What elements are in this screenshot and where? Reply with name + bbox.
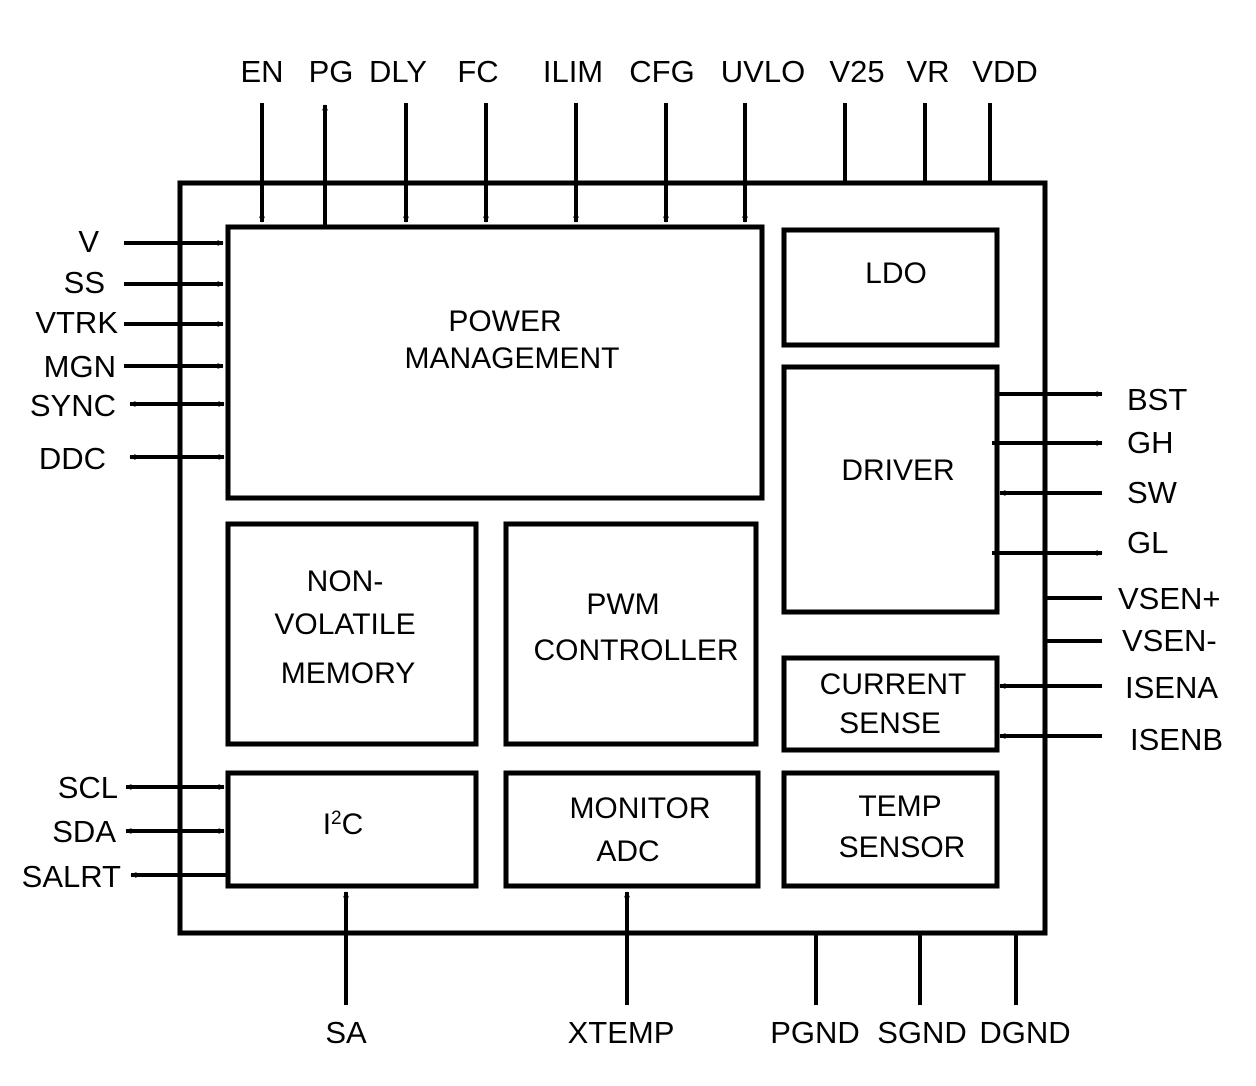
pwm-block — [503, 521, 759, 747]
pin-salrt: SALRT — [22, 859, 121, 894]
pin-isena: ISENA — [1125, 670, 1218, 705]
nvm-label-2: VOLATILE — [274, 608, 415, 641]
pin-ddc: DDC — [39, 441, 106, 476]
pin-xtemp: XTEMP — [568, 1015, 675, 1050]
pin-bst: BST — [1127, 382, 1187, 417]
pin-uvlo: UVLO — [721, 54, 805, 89]
i2c-label-sup: 2 — [331, 808, 342, 829]
nvm-label-3: MEMORY — [281, 657, 415, 690]
pin-v25: V25 — [829, 54, 884, 89]
pwm-label-1: PWM — [586, 588, 659, 621]
i2c-label-base: I — [323, 808, 331, 841]
current-sense-block — [781, 655, 1000, 753]
pin-en: EN — [240, 54, 283, 89]
pin-vr: VR — [906, 54, 949, 89]
pin-mgn: MGN — [44, 349, 116, 384]
nvm-label-1: NON- — [307, 565, 384, 598]
pin-dgnd: DGND — [979, 1015, 1070, 1050]
pin-vtrk: VTRK — [35, 305, 118, 340]
i2c-label: I2C — [323, 808, 364, 841]
ldo-block — [781, 227, 1000, 348]
i2c-label-tail: C — [342, 808, 364, 841]
current-sense-label-2: SENSE — [839, 707, 941, 740]
pin-dly: DLY — [369, 54, 427, 89]
power-management-block — [225, 224, 765, 501]
pin-ss: SS — [64, 265, 105, 300]
pin-gl: GL — [1127, 525, 1168, 560]
pin-sw: SW — [1127, 475, 1178, 510]
pin-vsen-minus: VSEN- — [1122, 623, 1217, 658]
pin-ilim: ILIM — [543, 54, 603, 89]
i2c-block — [225, 770, 479, 889]
pin-pgnd: PGND — [770, 1015, 860, 1050]
current-sense-label-1: CURRENT — [820, 668, 967, 701]
temp-sensor-label-1: TEMP — [858, 790, 941, 823]
monitor-adc-block — [503, 770, 761, 889]
pwm-label-2: CONTROLLER — [533, 634, 738, 667]
pin-fc: FC — [457, 54, 498, 89]
power-management-label-2: MANAGEMENT — [404, 342, 619, 375]
chip-outline — [177, 180, 1048, 936]
pin-cfg: CFG — [629, 54, 694, 89]
nvm-block — [225, 521, 479, 747]
monitor-adc-label-2: ADC — [596, 835, 659, 868]
temp-sensor-label-2: SENSOR — [839, 831, 966, 864]
pin-vdd: VDD — [972, 54, 1037, 89]
pin-pg: PG — [309, 54, 354, 89]
pin-gh: GH — [1127, 425, 1174, 460]
pin-sgnd: SGND — [877, 1015, 967, 1050]
temp-sensor-block — [781, 770, 1000, 889]
pin-sa: SA — [325, 1015, 367, 1050]
pin-sync: SYNC — [30, 388, 116, 423]
pin-vsen-plus: VSEN+ — [1118, 581, 1221, 616]
ldo-label: LDO — [865, 257, 927, 290]
power-management-label-1: POWER — [448, 305, 561, 338]
pin-scl: SCL — [58, 770, 118, 805]
pin-sda: SDA — [52, 814, 116, 849]
monitor-adc-label-1: MONITOR — [569, 792, 710, 825]
driver-label: DRIVER — [841, 454, 954, 487]
driver-block — [781, 364, 1000, 615]
pin-v: V — [78, 224, 99, 259]
pin-isenb: ISENB — [1130, 722, 1223, 757]
